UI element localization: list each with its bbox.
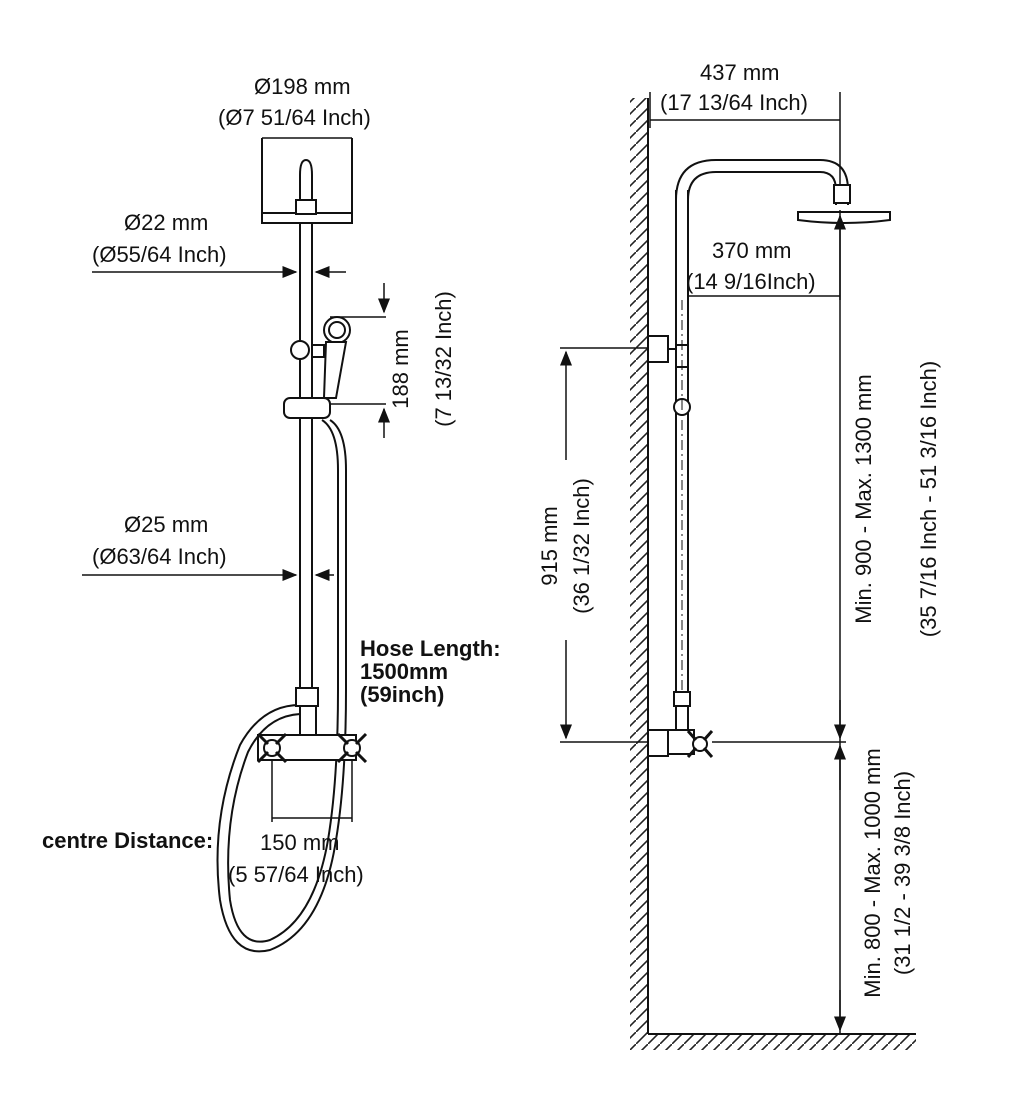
side-view: [560, 92, 916, 1050]
centre-distance-label: centre Distance:: [42, 828, 214, 853]
upper-height-range-inch: (35 7/16 Inch - 51 3/16 Inch): [916, 360, 941, 638]
projection-inch: (17 13/64 Inch): [660, 90, 808, 115]
lower-pipe-diameter-inch: (Ø63/64 Inch): [92, 544, 227, 569]
hose-length-mm: 1500mm: [360, 659, 449, 684]
hose-length-title: Hose Length:: [360, 636, 501, 661]
upper-pipe-diameter-inch: (Ø55/64 Inch): [92, 242, 227, 267]
valve-to-bracket-mm: 915 mm: [537, 506, 562, 586]
projection-mm: 437 mm: [700, 60, 780, 85]
handset-length-inch: (7 13/32 Inch): [431, 291, 456, 427]
lower-height-range-mm: Min. 800 - Max. 1000 mm: [860, 748, 885, 998]
front-view: [82, 137, 390, 953]
centre-distance-inch: (5 57/64 Inch): [228, 862, 364, 887]
upper-height-range-mm: Min. 900 - Max. 1300 mm: [851, 374, 876, 624]
arm-length-inch: (14 9/16Inch): [686, 269, 816, 294]
upper-pipe-diameter-mm: Ø22 mm: [124, 210, 209, 235]
hose-length-inch: (59inch): [360, 682, 445, 707]
lower-pipe-diameter-mm: Ø25 mm: [124, 512, 209, 537]
valve-to-bracket-inch: (36 1/32 Inch): [569, 478, 594, 614]
handset-length-mm: 188 mm: [388, 329, 413, 409]
lower-height-range-inch: (31 1/2 - 39 3/8 Inch): [890, 770, 915, 976]
arm-length-mm: 370 mm: [712, 238, 792, 263]
centre-distance-mm: 150 mm: [260, 830, 340, 855]
head-diameter-inch: (Ø7 51/64 Inch): [218, 105, 371, 130]
head-diameter-mm: Ø198 mm: [254, 74, 351, 99]
